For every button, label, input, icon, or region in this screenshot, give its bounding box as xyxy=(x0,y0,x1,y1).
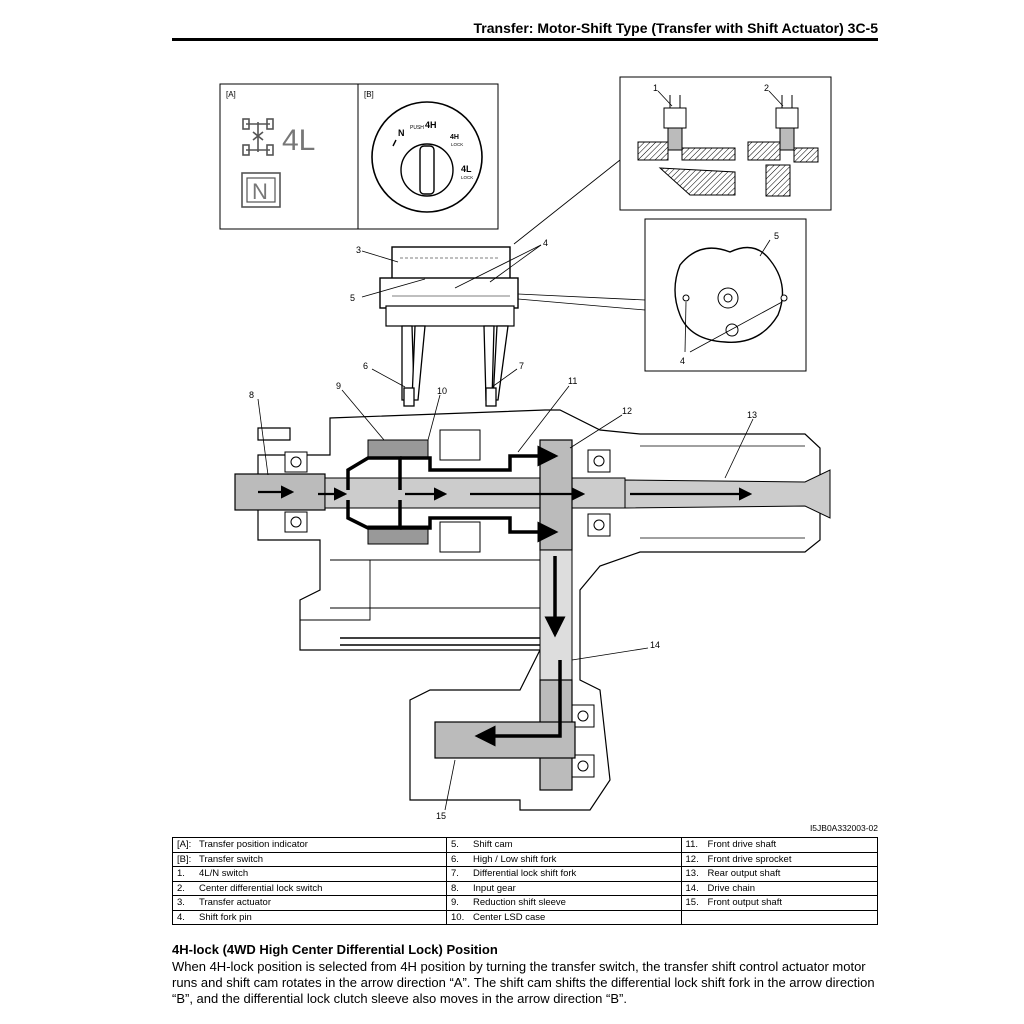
procedure-section: 4H-lock (4WD High Center Differential Lo… xyxy=(172,942,878,1007)
callout-5-detail: 5 xyxy=(774,231,779,241)
callout-7: 7 xyxy=(519,361,524,371)
legend-key: 13. xyxy=(680,866,704,882)
legend-value: Rear output shaft xyxy=(703,866,878,882)
callout-8: 8 xyxy=(249,390,254,400)
legend-value: Shift cam xyxy=(469,837,682,853)
legend-row: 1.4L/N switch 7.Differential lock shift … xyxy=(172,866,878,882)
legend-key: [B]: xyxy=(172,851,195,867)
section-heading: 4H-lock (4WD High Center Differential Lo… xyxy=(172,942,498,957)
shift-forks xyxy=(401,325,509,407)
legend-key: 10. xyxy=(446,909,469,925)
legend-value: Center LSD case xyxy=(469,909,682,925)
legend-key: 12. xyxy=(680,851,704,867)
transfer-switch-knob-icon xyxy=(371,101,483,213)
legend-key: 11. xyxy=(680,837,704,853)
legend-value: Front output shaft xyxy=(703,895,878,911)
callout-6: 6 xyxy=(363,361,368,371)
legend-value: 4L/N switch xyxy=(195,866,447,882)
switch-label-push: PUSH xyxy=(410,125,424,131)
torque-flow-path xyxy=(346,445,566,747)
parts-legend-table: [A]:Transfer position indicator 5.Shift … xyxy=(172,837,878,925)
switch-label-n: N xyxy=(398,128,405,138)
legend-row: 4.Shift fork pin 10.Center LSD case xyxy=(172,909,878,925)
legend-key: 1. xyxy=(172,866,195,882)
callout-1: 1 xyxy=(653,83,658,93)
legend-value: Input gear xyxy=(469,880,682,896)
page-header: Transfer: Motor-Shift Type (Transfer wit… xyxy=(172,20,878,41)
legend-key: 15. xyxy=(680,895,704,911)
callout-10: 10 xyxy=(437,386,447,396)
callout-2: 2 xyxy=(764,83,769,93)
legend-value: Transfer switch xyxy=(195,851,447,867)
figure-code: I5JB0A332003-02 xyxy=(809,823,878,833)
legend-key: 2. xyxy=(172,880,195,896)
switch-detail-box: 1 2 xyxy=(619,76,832,211)
indicator-switch-panel: [A] [B] 4L N N PUSH 4H 4H LOCK 4L LOCK xyxy=(219,83,499,230)
legend-value: Transfer actuator xyxy=(195,895,447,911)
page-header-title: Transfer: Motor-Shift Type (Transfer wit… xyxy=(473,20,878,36)
switch-label-lock-2: LOCK xyxy=(461,175,473,180)
legend-row: 3.Transfer actuator 9.Reduction shift sl… xyxy=(172,895,878,911)
panel-a-tag: [A] xyxy=(226,90,236,99)
panel-b-tag: [B] xyxy=(364,90,374,99)
callout-11: 11 xyxy=(568,376,577,386)
callout-4-detail: 4 xyxy=(680,356,685,366)
legend-row: [B]:Transfer switch 6.High / Low shift f… xyxy=(172,851,878,867)
legend-key: 8. xyxy=(446,880,469,896)
callout-12: 12 xyxy=(622,406,632,416)
legend-key: 14. xyxy=(680,880,704,896)
switch-label-4l: 4L xyxy=(461,164,472,174)
legend-key: 7. xyxy=(446,866,469,882)
legend-value: Transfer position indicator xyxy=(195,837,447,853)
transfer-cross-section-figure: [A] [B] 4L N N PUSH 4H 4H LOCK 4L LOCK xyxy=(172,70,878,830)
callout-9: 9 xyxy=(336,381,341,391)
four-wheel-drive-icon xyxy=(242,118,274,156)
callout-13: 13 xyxy=(747,410,757,420)
section-body: When 4H-lock position is selected from 4… xyxy=(172,959,875,1006)
legend-value xyxy=(703,909,878,925)
legend-key: 4. xyxy=(172,909,195,925)
callout-4: 4 xyxy=(543,238,548,248)
switch-label-lock-1: LOCK xyxy=(451,142,463,147)
legend-key: 9. xyxy=(446,895,469,911)
legend-value: Drive chain xyxy=(703,880,878,896)
callout-5: 5 xyxy=(350,293,355,303)
transfer-actuator xyxy=(379,246,519,327)
shift-cam-detail-box: 5 4 xyxy=(644,218,807,372)
legend-value: Differential lock shift fork xyxy=(469,866,682,882)
flow-arrows xyxy=(258,485,753,501)
callout-leader-lines xyxy=(257,244,754,811)
legend-key: 3. xyxy=(172,895,195,911)
legend-value: Shift fork pin xyxy=(195,909,447,925)
callout-15: 15 xyxy=(436,811,446,821)
legend-value: Reduction shift sleeve xyxy=(469,895,682,911)
legend-row: [A]:Transfer position indicator 5.Shift … xyxy=(172,837,878,853)
legend-key: [A]: xyxy=(172,837,195,853)
legend-value: High / Low shift fork xyxy=(469,851,682,867)
legend-key xyxy=(680,909,704,925)
legend-key: 5. xyxy=(446,837,469,853)
neutral-indicator-text: N xyxy=(252,179,268,204)
switch-label-4h-lock: 4H xyxy=(450,134,459,141)
legend-value: Front drive sprocket xyxy=(703,851,878,867)
four-low-indicator-text: 4L xyxy=(282,124,315,157)
input-shaft xyxy=(234,429,831,553)
callout-14: 14 xyxy=(650,640,660,650)
switch-label-4h: 4H xyxy=(425,120,437,130)
legend-value: Center differential lock switch xyxy=(195,880,447,896)
legend-key: 6. xyxy=(446,851,469,867)
legend-row: 2.Center differential lock switch 8.Inpu… xyxy=(172,880,878,896)
bearings xyxy=(284,449,611,778)
legend-value: Front drive shaft xyxy=(703,837,878,853)
figure-svg: [A] [B] 4L N N PUSH 4H 4H LOCK 4L LOCK xyxy=(219,76,832,821)
callout-3: 3 xyxy=(356,245,361,255)
